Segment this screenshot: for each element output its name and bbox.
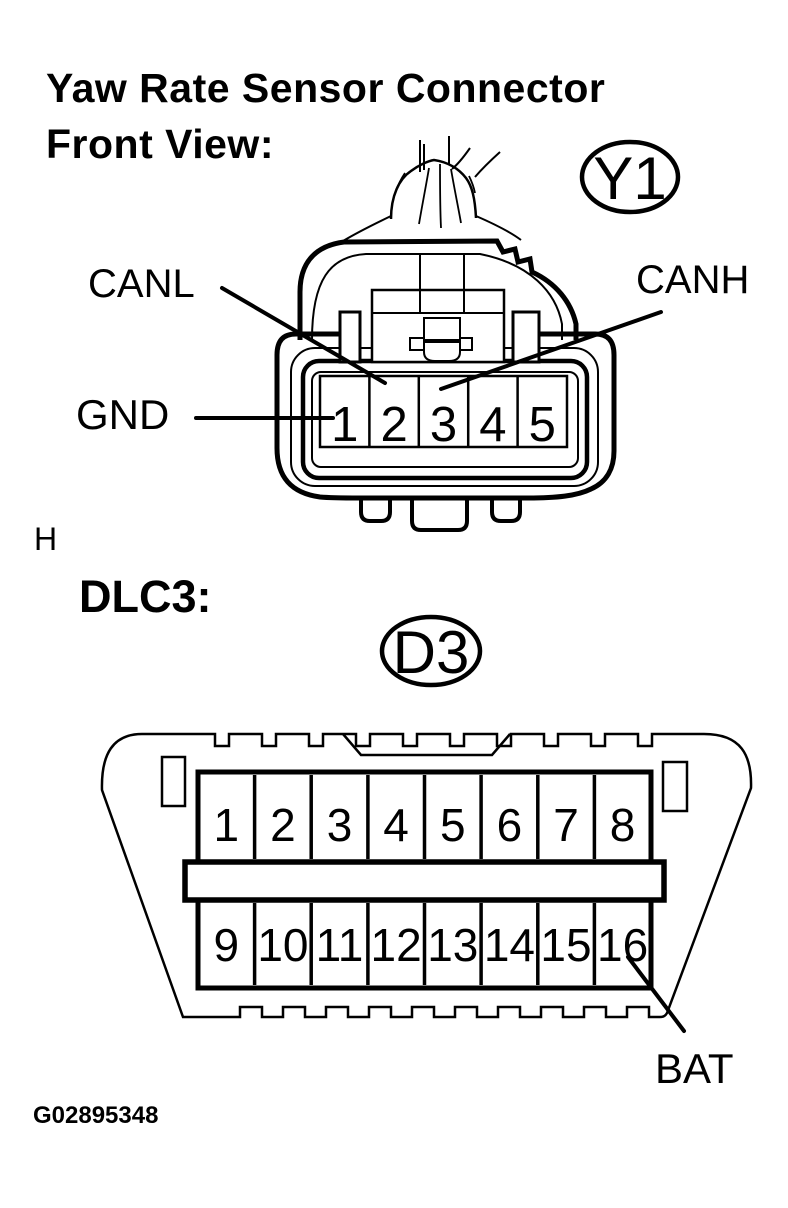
canh-leader-line (439, 310, 663, 391)
dlc3-pin-number: 8 (610, 799, 636, 851)
keying-pillar-left (338, 310, 362, 364)
dlc3-heading: DLC3: (79, 571, 212, 622)
dlc3-top-row-dividers (252, 775, 597, 859)
dlc3-pin-row-top: 1 2 3 4 5 6 7 8 (195, 769, 654, 865)
keying-pillar-right (511, 310, 541, 364)
dlc3-connector-drawing: D3 1 2 3 4 5 6 7 8 (100, 614, 753, 1033)
dlc3-pin-number: 9 (214, 919, 240, 971)
dlc3-pin-number: 12 (371, 919, 422, 971)
connector-shoulder (297, 238, 579, 341)
bat-leader-line (626, 955, 686, 1033)
yaw-pin-number: 1 (331, 398, 358, 452)
dlc3-top-tab (342, 733, 511, 757)
section-marker: H (34, 521, 58, 557)
yaw-pin-number: 5 (529, 398, 556, 452)
d3-tag-text: D3 (393, 619, 470, 686)
label-gnd: GND (76, 391, 170, 438)
shell-dome (342, 215, 522, 242)
dlc3-slot-right (661, 760, 689, 813)
yaw-pin-dividers (368, 376, 519, 447)
canl-leader-line (220, 286, 387, 385)
dlc3-slot-left (160, 755, 187, 808)
y1-tag-text: Y1 (593, 145, 666, 212)
keying-structure (338, 288, 541, 364)
figure-id: G02895348 (33, 1102, 159, 1129)
dlc3-pin-number: 16 (597, 919, 648, 971)
connector-feet (359, 498, 522, 532)
dlc3-pin-number: 15 (540, 919, 591, 971)
label-canh: CANH (636, 258, 750, 302)
d3-oval (379, 614, 483, 688)
yaw-connector-tag: Y1 (579, 139, 681, 215)
dlc3-pin-number: 2 (270, 799, 296, 851)
wire-boot (389, 158, 478, 229)
dlc3-pin-number: 5 (440, 799, 466, 851)
label-bat: BAT (655, 1045, 734, 1092)
dlc3-pin-number: 10 (257, 919, 308, 971)
dlc3-pin-number: 1 (214, 799, 240, 851)
dlc3-connector-tag: D3 (379, 614, 483, 688)
label-canl: CANL (88, 262, 195, 306)
yaw-pin-number: 3 (430, 398, 457, 452)
yaw-pin-number: 4 (479, 398, 506, 452)
page-title-line1: Yaw Rate Sensor Connector (46, 65, 606, 111)
y1-oval (579, 139, 681, 215)
page-title: Yaw Rate Sensor Connector Front View: (46, 60, 605, 172)
dlc3-pin-row-bottom: 9 10 11 12 13 14 15 16 (195, 897, 654, 991)
yaw-pin-number: 2 (380, 398, 407, 452)
dlc3-pin-number: 14 (484, 919, 535, 971)
dlc3-pin-number: 4 (383, 799, 409, 851)
dlc3-center-bar (182, 859, 667, 903)
page-title-line2: Front View: (46, 121, 274, 167)
dlc3-pin-number: 13 (427, 919, 478, 971)
connector-body-outline (274, 331, 617, 501)
dlc3-pin-number: 11 (316, 919, 364, 971)
yaw-connector-drawing: 1 2 3 4 5 Y1 (194, 136, 681, 532)
dlc3-bottom-row-dividers (252, 903, 597, 985)
dlc3-pin-number: 3 (327, 799, 353, 851)
dlc3-pin-number: 7 (553, 799, 579, 851)
yaw-leader-lines (194, 286, 663, 420)
dlc3-pin-number: 6 (497, 799, 523, 851)
